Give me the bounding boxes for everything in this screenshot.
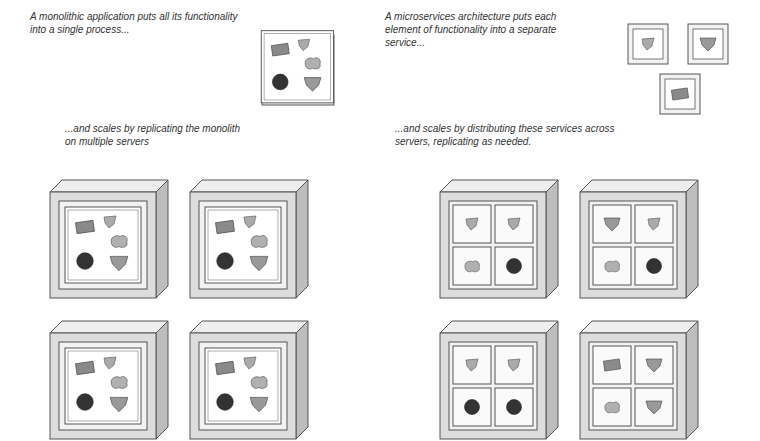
caption-note: ...and scales by distributing these serv… xyxy=(395,122,645,148)
caption-note: A monolithic application puts all its fu… xyxy=(30,10,255,36)
caption-note: A microservices architecture puts each e… xyxy=(385,10,563,49)
caption-note: ...and scales by replicating the monolit… xyxy=(65,122,245,148)
